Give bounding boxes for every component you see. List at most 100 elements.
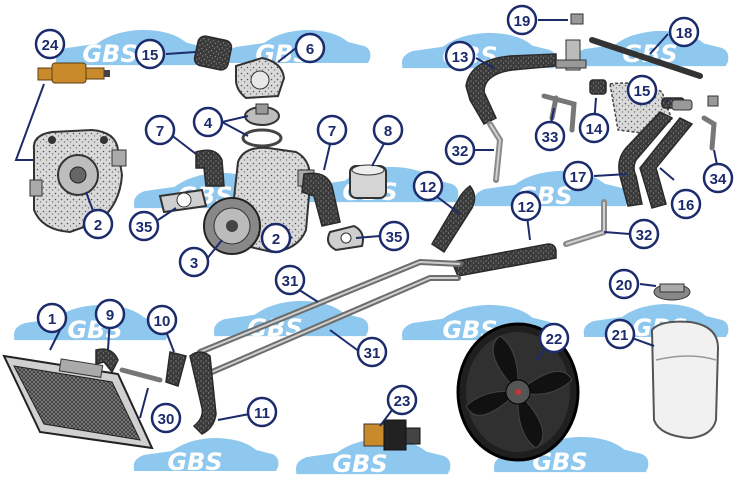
svg-text:31: 31 [364,345,381,362]
metal-pipe-upper [487,121,504,183]
callout-33: 33 [534,120,566,152]
callout-4: 4 [192,106,224,138]
reservoir-cap [653,283,691,301]
callout-35-right: 35 [378,220,410,252]
svg-text:8: 8 [384,123,392,140]
thermostat-housing [235,56,286,100]
callout-32-lower: 32 [628,218,660,250]
svg-text:6: 6 [306,41,314,58]
svg-text:31: 31 [282,273,299,290]
outlet-flange-right [327,224,364,252]
cooling-fan [456,322,580,462]
svg-text:15: 15 [634,83,651,100]
svg-text:35: 35 [386,229,403,246]
callout-15-right: 15 [626,74,658,106]
svg-text:1: 1 [48,311,56,328]
svg-text:21: 21 [612,327,629,344]
elbow-hose-center [301,172,341,227]
callout-7-left: 7 [144,114,176,146]
water-pump-left [29,128,127,234]
short-hose [589,79,607,95]
radiator-hose-small [95,348,119,374]
heater-hose-16 [639,117,694,209]
svg-text:24: 24 [42,37,59,54]
svg-text:20: 20 [616,277,633,294]
svg-text:32: 32 [636,227,653,244]
svg-text:2: 2 [94,217,102,234]
watermark-car-1: GBS [55,29,211,68]
callout-24: 24 [34,28,66,60]
heater-valve [555,39,587,71]
callout-13: 13 [444,40,476,72]
svg-text:2: 2 [272,231,280,248]
callout-35-left: 35 [128,210,160,242]
callout-22: 22 [538,322,570,354]
callout-11: 11 [246,396,278,428]
elbow-hose-left [195,149,225,187]
leader-arrows [49,19,719,427]
callout-21: 21 [604,318,636,350]
callout-17: 17 [562,160,594,192]
svg-text:12: 12 [518,199,535,216]
lower-return-hose [189,351,217,435]
svg-text:35: 35 [136,219,153,236]
callout-7-center: 7 [316,114,348,146]
radiator-pipes [197,259,463,375]
heater-hose-17 [618,111,674,207]
svg-text:33: 33 [542,129,559,146]
callout-12-lower: 12 [510,190,542,222]
expansion-tank [650,320,720,440]
long-hose-upper [430,184,476,254]
parts [2,13,720,462]
svg-text:34: 34 [710,171,727,188]
callout-31-lower: 31 [356,336,388,368]
thermostat [241,103,283,148]
svg-text:18: 18 [676,25,693,42]
svg-text:GBS: GBS [82,40,137,68]
bottom-hose [165,351,187,387]
callout-8: 8 [372,114,404,146]
straight-hose [349,164,387,199]
callout-3: 3 [178,246,210,278]
svg-text:GBS: GBS [167,448,222,476]
svg-text:7: 7 [156,123,164,140]
svg-text:3: 3 [190,255,198,272]
callout-31-upper: 31 [274,264,306,296]
callout-32-upper: 32 [444,134,476,166]
hose-connectors [661,95,719,111]
callout-20: 20 [608,268,640,300]
callouts: 1 2 2 3 4 6 7 7 8 9 10 11 12 12 13 14 15… [34,4,734,434]
fan-switch [363,419,421,451]
watermark-car-13: GBS [295,438,451,478]
svg-text:19: 19 [514,13,531,30]
long-hose-lower [450,243,557,277]
callout-10: 10 [146,304,178,336]
callout-23: 23 [386,384,418,416]
heater-hose-upper [465,53,557,125]
callout-16: 16 [670,188,702,220]
svg-text:11: 11 [254,405,270,422]
callout-14: 14 [578,112,610,144]
callout-34: 34 [702,162,734,194]
svg-text:23: 23 [394,393,411,410]
radiator [2,354,154,450]
callout-30: 30 [150,402,182,434]
callout-6: 6 [294,32,326,64]
callout-2-left: 2 [82,208,114,240]
svg-text:15: 15 [142,47,159,64]
svg-text:32: 32 [452,143,469,160]
svg-text:30: 30 [158,411,175,428]
svg-text:10: 10 [154,313,171,330]
callout-19: 19 [506,4,538,36]
svg-text:13: 13 [452,49,469,66]
callout-12-upper: 12 [412,170,444,202]
callout-2-center: 2 [260,222,292,254]
pump-pulley [203,197,261,255]
hose-clamp-nut [570,13,584,25]
callout-1: 1 [36,302,68,334]
outlet-flange-left [158,188,208,214]
hose-fitting [701,115,717,151]
svg-text:17: 17 [570,169,587,186]
